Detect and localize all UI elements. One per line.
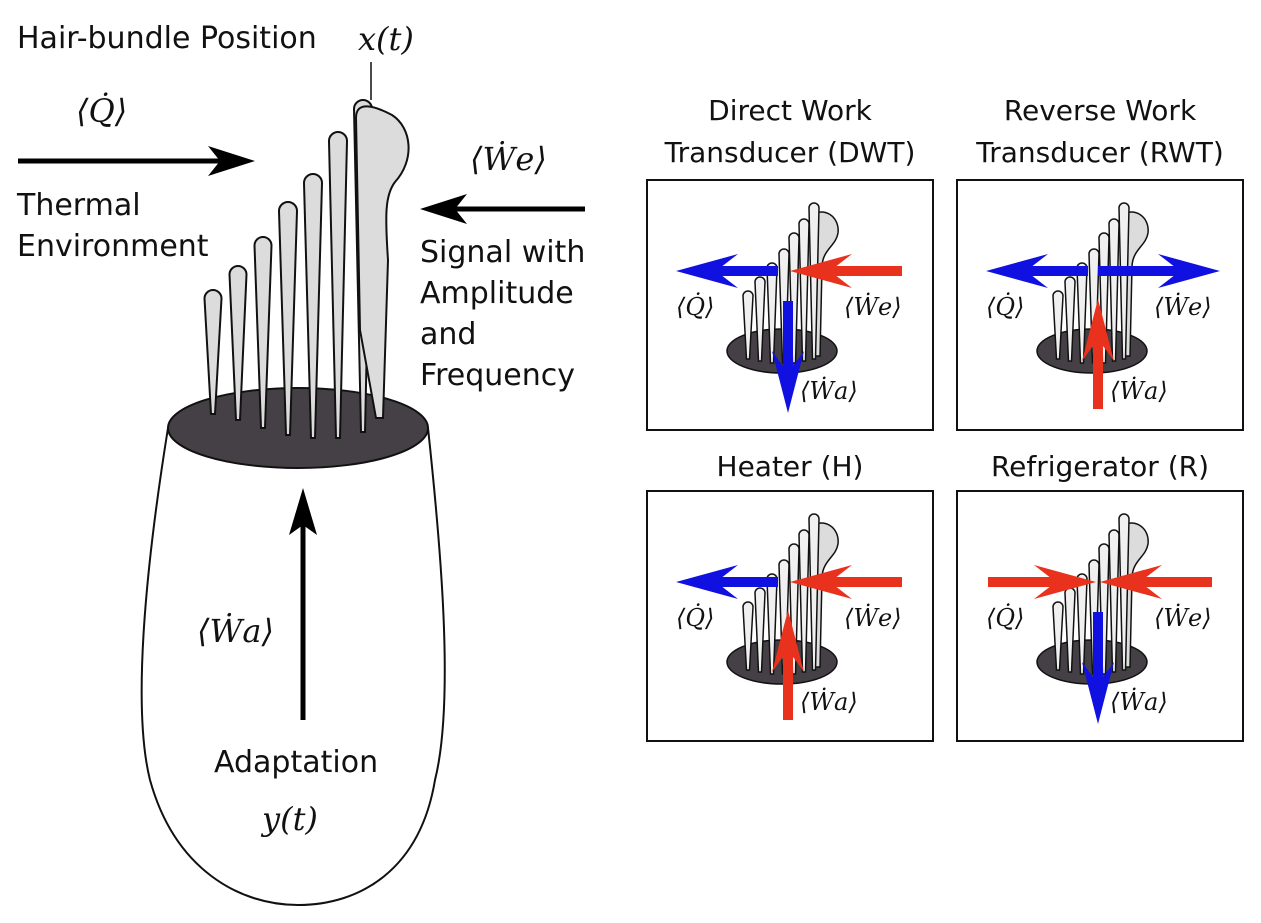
signal-arrow xyxy=(420,194,585,224)
panel-dwt: ⟨Q̇⟩ ⟨Ẇe⟩ ⟨Ẇa⟩ xyxy=(646,179,934,431)
signal-line1: Signal with xyxy=(420,235,586,270)
heat-arrow xyxy=(18,146,255,176)
heat-flow-arrow xyxy=(676,565,778,599)
heat-flow-arrow xyxy=(988,565,1096,599)
panel-title-heater: Heater (H) xyxy=(716,450,864,483)
cuticular-plate xyxy=(167,387,429,469)
hair-bundle-position-variable: x(t) xyxy=(358,20,414,58)
adaptation-arrow xyxy=(289,488,317,720)
adaptation-work-label: ⟨Ẇa⟩ xyxy=(1110,688,1168,716)
panel-title-dwt-line2: Transducer (DWT) xyxy=(664,136,916,169)
stereocilium xyxy=(203,289,223,415)
signal-work-label: ⟨Ẇe⟩ xyxy=(844,293,902,321)
mini-hair-bundle xyxy=(726,202,839,374)
mini-hair-bundle xyxy=(1036,202,1149,374)
panel-refrigerator: ⟨Q̇⟩ ⟨Ẇe⟩ ⟨Ẇa⟩ xyxy=(956,490,1244,742)
panel-title-rwt-line2: Transducer (RWT) xyxy=(976,136,1224,169)
adaptation-work-label: ⟨Ẇa⟩ xyxy=(1110,377,1168,405)
panel-title-dwt-line1: Direct Work xyxy=(708,94,872,127)
panel-diagram xyxy=(676,513,902,720)
heat-flux-label: ⟨Q̇⟩ xyxy=(676,293,715,321)
thermal-environment-line1: Thermal xyxy=(17,188,141,223)
stereocilium xyxy=(277,201,299,436)
signal-work-label: ⟨Ẇe⟩ xyxy=(844,604,902,632)
stereocilium xyxy=(327,131,349,439)
adaptation-label: Adaptation xyxy=(214,745,379,780)
cell-body xyxy=(140,427,446,907)
stereocilium xyxy=(302,173,324,439)
mini-hair-bundle xyxy=(726,513,839,685)
signal-work-arrow xyxy=(1100,565,1212,599)
heat-flux-label: ⟨Q̇⟩ xyxy=(676,604,715,632)
signal-work-arrow xyxy=(1098,254,1220,288)
heat-flow-arrow xyxy=(676,254,778,288)
stereocilium xyxy=(253,236,273,429)
panel-diagram xyxy=(676,202,902,413)
adaptation-work-arrow xyxy=(1082,612,1114,724)
signal-line2: Amplitude xyxy=(420,276,574,311)
stereocilium xyxy=(228,265,248,421)
thermal-environment-line2: Environment xyxy=(17,229,209,264)
signal-line4: Frequency xyxy=(420,358,575,393)
panel-heater: ⟨Q̇⟩ ⟨Ẇe⟩ ⟨Ẇa⟩ xyxy=(646,490,934,742)
signal-work-label: ⟨Ẇe⟩ xyxy=(1154,604,1212,632)
panel-diagram xyxy=(986,202,1220,409)
adaptation-work-arrow xyxy=(1082,299,1114,409)
heat-flux-label: ⟨Q̇⟩ xyxy=(986,293,1025,321)
panel-title-rwt-line1: Reverse Work xyxy=(1003,94,1197,127)
signal-work-label: ⟨Ẇe⟩ xyxy=(470,140,547,178)
hair-cell-diagram xyxy=(18,62,585,907)
adaptation-work-label: ⟨Ẇa⟩ xyxy=(800,688,858,716)
adaptation-work-arrow xyxy=(772,610,804,720)
signal-work-arrow xyxy=(790,565,902,599)
signal-line3: and xyxy=(420,317,477,352)
panel-rwt: ⟨Q̇⟩ ⟨Ẇe⟩ ⟨Ẇa⟩ xyxy=(956,179,1244,431)
adaptation-work-label: ⟨Ẇa⟩ xyxy=(197,612,274,650)
heat-flux-label: ⟨Q̇⟩ xyxy=(986,604,1025,632)
heat-flux-label: ⟨Q̇⟩ xyxy=(76,92,128,130)
heat-flow-arrow xyxy=(986,254,1088,288)
signal-work-label: ⟨Ẇe⟩ xyxy=(1154,293,1212,321)
signal-work-arrow xyxy=(790,254,902,288)
hair-bundle-position-label: Hair-bundle Position xyxy=(17,21,317,56)
mini-hair-bundle xyxy=(1036,513,1149,685)
adaptation-work-label: ⟨Ẇa⟩ xyxy=(800,377,858,405)
panel-title-refrigerator: Refrigerator (R) xyxy=(990,450,1210,483)
panel-diagram xyxy=(988,513,1212,724)
adaptation-work-arrow xyxy=(772,301,804,413)
adaptation-variable: y(t) xyxy=(262,800,318,838)
stereocilia-bundle xyxy=(203,99,410,439)
kinocilium xyxy=(354,105,410,419)
